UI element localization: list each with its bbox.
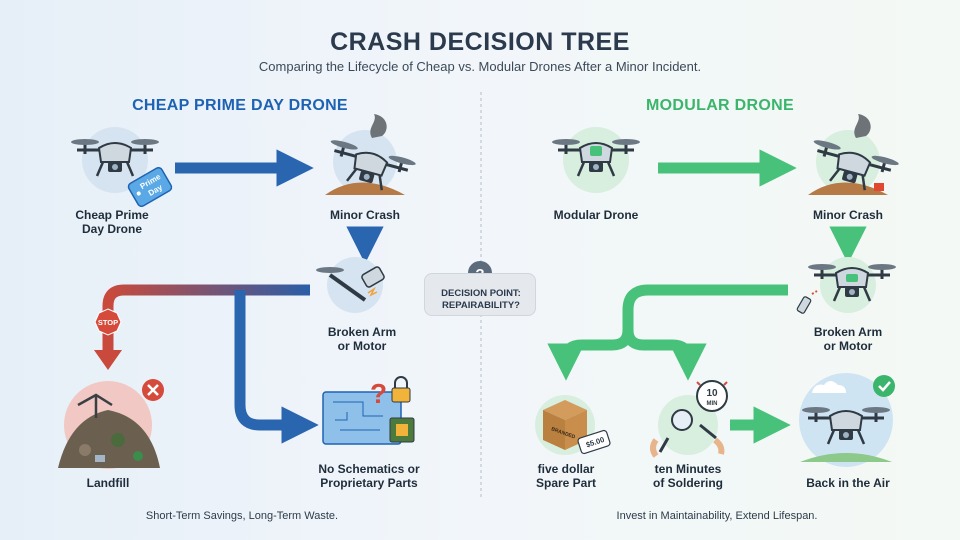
schematics-icon: ?: [322, 376, 415, 445]
label-right-broken-arm: Broken Arm or Motor: [813, 325, 883, 353]
label-right-minor-crash: Minor Crash: [812, 208, 884, 222]
stop-sign-text: STOP: [98, 318, 118, 327]
label-left-minor-crash: Minor Crash: [329, 208, 401, 222]
label-soldering: ten Minutes of Soldering: [653, 462, 723, 490]
timer-value: 10: [706, 388, 718, 399]
left-arrows: [94, 149, 384, 444]
page-title: CRASH DECISION TREE: [330, 28, 630, 56]
right-crash-icon: [803, 114, 901, 199]
right-footer: Invest in Maintainability, Extend Lifesp…: [616, 510, 818, 522]
left-broken-arm-icon: [316, 257, 385, 313]
cheap-drone-icon: Prime Day: [69, 127, 173, 208]
stop-sign-icon: STOP: [94, 308, 122, 336]
spare-part-icon: BRANDED $5.00: [535, 395, 611, 455]
decision-line-2: REPAIRABILITY?: [442, 300, 520, 311]
label-cheap-drone: Cheap Prime Day Drone: [75, 208, 149, 236]
svg-text:?: ?: [370, 378, 387, 409]
back-in-air-icon: [799, 373, 895, 467]
modular-drone-icon: [550, 127, 642, 193]
page-subtitle: Comparing the Lifecycle of Cheap vs. Mod…: [258, 59, 702, 74]
left-section-heading: CHEAP PRIME DAY DRONE: [132, 97, 348, 114]
decision-line-1: DECISION POINT:: [441, 288, 521, 299]
left-footer: Short-Term Savings, Long-Term Waste.: [145, 510, 339, 522]
label-no-schematics: No Schematics or Proprietary Parts: [318, 462, 420, 490]
soldering-icon: 10 MIN: [650, 380, 728, 458]
decision-point-box: DECISION POINT: REPAIRABILITY?: [424, 273, 536, 316]
right-broken-arm-icon: [796, 257, 898, 314]
right-section-heading: MODULAR DRONE: [646, 97, 794, 114]
label-modular-drone: Modular Drone: [553, 208, 639, 222]
landfill-icon: [58, 379, 164, 469]
right-arrows: [547, 149, 867, 444]
left-crash-icon: [320, 114, 418, 199]
label-landfill: Landfill: [86, 476, 130, 490]
timer-unit: MIN: [707, 401, 718, 407]
label-left-broken-arm: Broken Arm or Motor: [327, 325, 397, 353]
label-spare-part: five dollar Spare Part: [535, 462, 597, 490]
label-back-in-air: Back in the Air: [806, 476, 890, 490]
